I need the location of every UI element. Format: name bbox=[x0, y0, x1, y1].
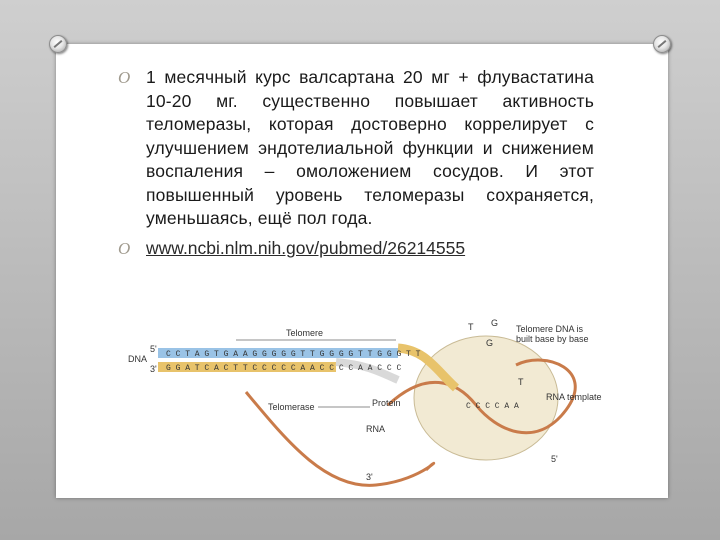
dna-extension bbox=[397, 343, 460, 392]
rna-strand bbox=[386, 358, 577, 435]
telomere-built-label-line1: Telomere DNA is bbox=[516, 324, 584, 334]
floating-base: G bbox=[491, 318, 498, 328]
pushpin-icon bbox=[49, 35, 67, 53]
bullet-list: O 1 месячный курс валсартана 20 мг + флу… bbox=[118, 66, 594, 260]
dna-top-sequence: C C T A G T G A A G G G G G T T G G G G … bbox=[166, 350, 421, 359]
three-prime-label: 3' bbox=[150, 364, 157, 374]
telomerase-enzyme-shape bbox=[413, 335, 559, 461]
rna-template-sequence: C C C C A A bbox=[466, 402, 519, 411]
telomerase-label: Telomerase bbox=[268, 402, 315, 412]
bullet-text: 1 месячный курс валсартана 20 мг + флува… bbox=[146, 67, 594, 228]
five-prime-label: 5' bbox=[150, 344, 157, 354]
rna-tail bbox=[244, 391, 436, 487]
dna-top-strand bbox=[158, 348, 398, 358]
five-prime-bottom-label: 5' bbox=[551, 454, 558, 464]
pushpin-icon bbox=[653, 35, 671, 53]
floating-base: T bbox=[468, 322, 474, 332]
dna-bottom-sequence: G G A T C A C T T C C C C C A A C C C C … bbox=[166, 364, 401, 373]
dna-lagging-strand bbox=[335, 358, 400, 384]
telomerase-diagram-svg: C C T A G T G A A G G G G G T T G G G G … bbox=[128, 318, 602, 487]
telomere-label: Telomere bbox=[286, 328, 323, 338]
dna-bottom-strand bbox=[158, 362, 336, 372]
bullet-marker: O bbox=[118, 238, 131, 258]
three-prime-bottom-label: 3' bbox=[366, 472, 373, 482]
floating-base: G bbox=[486, 338, 493, 348]
bullet-item: O 1 месячный курс валсартана 20 мг + флу… bbox=[118, 66, 594, 231]
rna-label: RNA bbox=[366, 424, 385, 434]
telomere-built-label-line2: built base by base bbox=[516, 334, 589, 344]
telomerase-diagram: C C T A G T G A A G G G G G T T G G G G … bbox=[126, 310, 612, 488]
protein-label: Protein bbox=[372, 398, 401, 408]
bullet-item: O www.ncbi.nlm.nih.gov/pubmed/26214555 bbox=[118, 237, 594, 261]
floating-base: T bbox=[518, 377, 524, 387]
rna-template-label: RNA template bbox=[546, 392, 602, 402]
dna-label: DNA bbox=[128, 354, 147, 364]
pubmed-link[interactable]: www.ncbi.nlm.nih.gov/pubmed/26214555 bbox=[146, 237, 466, 258]
bullet-marker: O bbox=[118, 68, 131, 87]
